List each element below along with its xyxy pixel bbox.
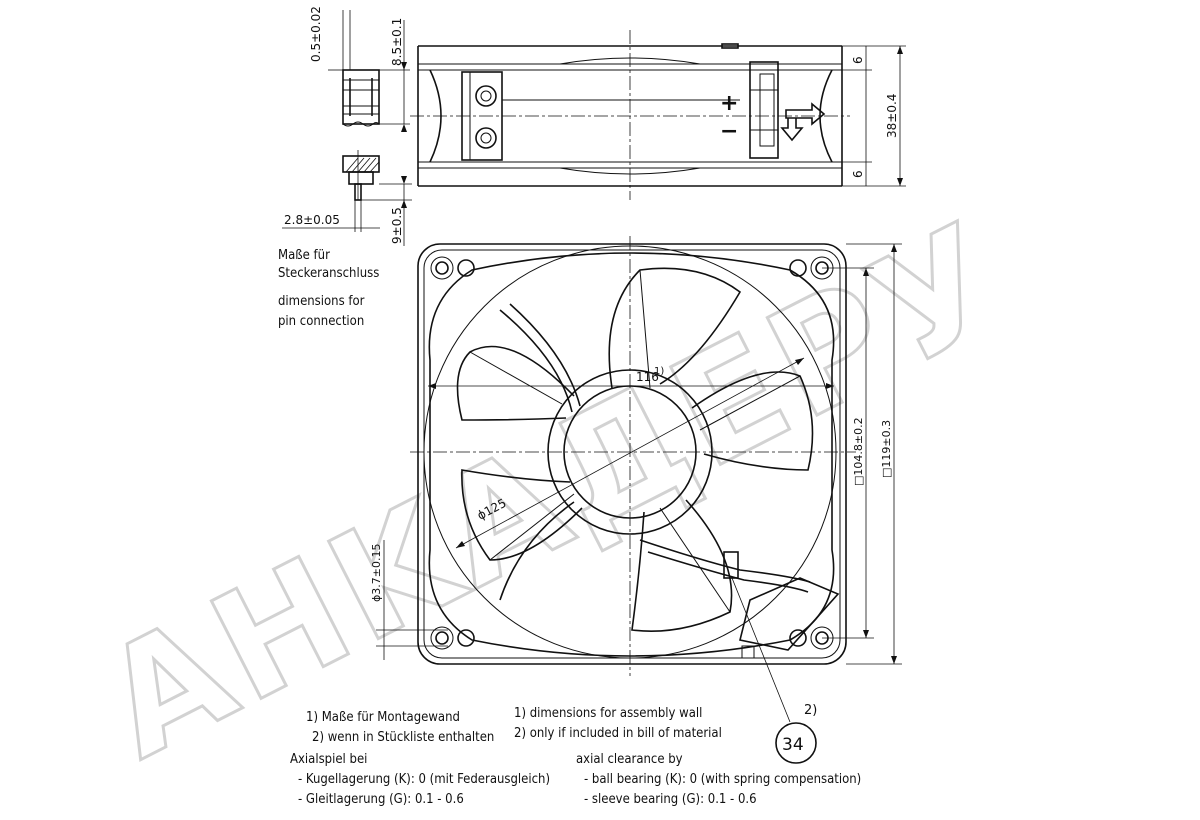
watermark: AHKAДЕРУ — [76, 189, 1034, 794]
minus-marker: − — [720, 119, 738, 144]
hole-diameter-dim: ϕ3.7±0.15 — [370, 544, 383, 602]
axial-clearance-de: Axialspiel bei — [290, 752, 368, 767]
reference-number: 34 — [782, 735, 804, 755]
pin-label-de-1: Maße für — [278, 248, 330, 263]
pin-label-en-2: pin connection — [278, 314, 365, 329]
pin-label-en-1: dimensions for — [278, 294, 365, 309]
pin-label-de-2: Steckeranschluss — [278, 266, 380, 281]
ball-bearing-de: - Kugellagerung (K): 0 (mit Federausglei… — [298, 772, 551, 787]
pin-width-dim: 2.8±0.05 — [284, 213, 340, 227]
wall-width-ref: 1) — [654, 366, 664, 377]
pin-height-dim: 8.5±0.1 — [390, 18, 404, 66]
fan-side-view: + − 6 6 38±0.4 — [410, 30, 906, 200]
flange-top-dim: 6 — [851, 56, 865, 64]
note-en-2: 2) only if included in bill of material — [514, 726, 722, 741]
svg-text:AHKAДЕРУ: AHKAДЕРУ — [77, 190, 1032, 792]
wall-width-dim: 116 — [636, 370, 659, 384]
note-de-1: 1) Maße für Montagewand — [306, 710, 460, 725]
flange-bottom-dim: 6 — [851, 170, 865, 178]
hole-pitch-dim: □104.8±0.2 — [852, 417, 865, 486]
depth-dim: 38±0.4 — [885, 94, 899, 138]
fan-blades — [456, 267, 814, 632]
sleeve-bearing-de: - Gleitlagerung (G): 0.1 - 0.6 — [298, 792, 464, 807]
pin-detail-view: 0.5±0.02 8.5±0.1 2.8±0.05 9±0.5 — [282, 6, 412, 246]
reference-note: 2) — [804, 703, 817, 718]
note-en-1: 1) dimensions for assembly wall — [514, 706, 703, 721]
frame-size-dim: □119±0.3 — [880, 420, 893, 478]
ball-bearing-en: - ball bearing (K): 0 (with spring compe… — [584, 772, 862, 787]
sleeve-bearing-en: - sleeve bearing (G): 0.1 - 0.6 — [584, 792, 757, 807]
pin-length-dim: 9±0.5 — [390, 207, 404, 244]
axial-clearance-en: axial clearance by — [576, 752, 683, 767]
note-de-2: 2) wenn in Stückliste enthalten — [312, 730, 495, 745]
reference-bubble — [775, 722, 817, 764]
plus-marker: + — [720, 91, 738, 116]
pin-offset-dim: 0.5±0.02 — [309, 6, 323, 62]
